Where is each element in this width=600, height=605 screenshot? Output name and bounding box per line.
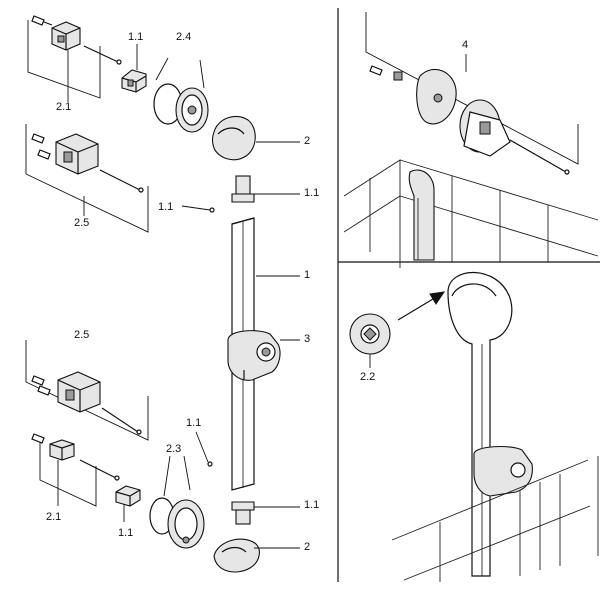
- top-ring-set: [153, 57, 209, 133]
- label-1-1-right-top: 1.1: [304, 187, 320, 199]
- bottom-rail-insert: [195, 431, 300, 525]
- label-2-5-top: 2.5: [74, 217, 90, 229]
- label-1-1-right-bottom: 1.1: [304, 499, 320, 511]
- top-end-cap: [211, 115, 300, 161]
- label-2-2: 2.2: [360, 371, 376, 383]
- bottom-clip-part: [115, 485, 141, 522]
- panel-2-2-installed-rail: [447, 271, 533, 577]
- label-2-3: 2.3: [166, 443, 182, 455]
- rail-slider: [227, 330, 300, 381]
- top-wall-bracket-assembly: [27, 15, 122, 102]
- label-1-1-left: 1.1: [158, 201, 174, 213]
- panel-dividers: [337, 8, 600, 582]
- label-1: 1: [304, 269, 311, 281]
- label-2-bottom: 2: [304, 541, 311, 553]
- lower-wall-bracket-assembly: [31, 433, 120, 507]
- label-2-1-top: 2.1: [56, 101, 72, 113]
- label-1-1-top: 1.1: [128, 31, 144, 43]
- label-2-4: 2.4: [176, 31, 192, 43]
- panel-2-2-cap-detail: [349, 291, 446, 368]
- bottom-end-cap: [213, 538, 300, 573]
- label-2-top: 2: [304, 135, 311, 147]
- panel-4-tile-wall: [343, 159, 599, 268]
- top-clip-part: [121, 44, 147, 93]
- panel-4-wall-mount: [365, 12, 579, 175]
- panel-2-2-tile-wall: [391, 456, 599, 582]
- lower-bracket-group: [25, 340, 149, 441]
- label-2-1-bottom: 2.1: [46, 511, 62, 523]
- label-4: 4: [462, 39, 469, 51]
- bottom-ring-set: [149, 455, 205, 549]
- top-rail-insert: [181, 175, 300, 213]
- label-2-5-bottom: 2.5: [74, 329, 90, 341]
- label-3: 3: [304, 333, 311, 345]
- upper-bracket-group: [25, 124, 149, 233]
- label-1-1-mid: 1.1: [186, 417, 202, 429]
- label-1-1-bottom: 1.1: [118, 527, 134, 539]
